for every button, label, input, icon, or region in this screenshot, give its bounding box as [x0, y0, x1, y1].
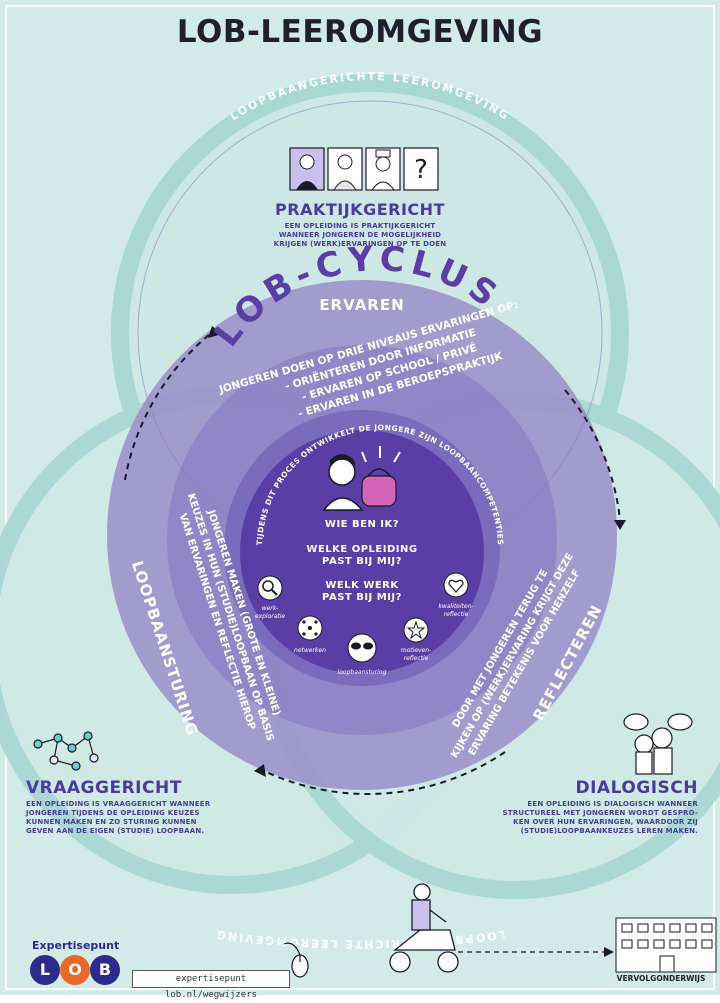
praktijkgericht-people-icon: ?	[289, 147, 439, 191]
question-who: WIE BEN IK?	[325, 519, 399, 530]
dialogisch-people-icon	[623, 713, 693, 775]
dialogisch-line: (STUDIE)LOOPBAANKEUZES LEREN MAKEN.	[520, 827, 698, 835]
wegwijzers-link[interactable]: expertisepunt lob.nl/wegwijzers	[132, 970, 290, 1000]
question-education-1: WELKE OPLEIDING	[306, 544, 417, 555]
competency-label: kwaliteiten-	[438, 603, 473, 610]
dialogisch-line: KEN OVER HUN ERVARINGEN, WAARDOOR ZIJ	[513, 818, 698, 826]
ervaren-label: ERVAREN	[319, 296, 404, 314]
cycle-arrow-left	[124, 329, 216, 481]
vraaggericht-line: JONGEREN TIJDENS DE OPLEIDING KEUZES	[26, 809, 200, 817]
mouse-icon	[283, 942, 309, 978]
competency-werkexploratie: werk- exploratie	[255, 575, 286, 620]
competency-kwaliteitenreflectie: kwaliteiten- reflectie	[438, 572, 474, 618]
competency-label: exploratie	[255, 613, 286, 620]
praktijkgericht-line: KRIJGEN (WERK)ERVARINGEN OP TE DOEN	[273, 240, 447, 248]
star-icon	[403, 617, 429, 643]
cycle-arrow-bottom	[261, 751, 506, 795]
question-work-1: WELK WERK	[325, 580, 399, 591]
svg-text:?: ?	[414, 155, 428, 185]
competency-label: loopbaansturing	[338, 669, 387, 676]
logo-letter-l: L	[30, 955, 60, 985]
logo-letter-b: B	[90, 955, 120, 985]
route-arrowhead	[604, 947, 614, 957]
cycle-arrow-right	[564, 389, 621, 521]
competency-loopbaansturing: loopbaansturing	[338, 633, 387, 676]
dialogisch-line: EEN OPLEIDING IS DIALOGISCH WANNEER	[527, 800, 698, 808]
school-building-icon	[615, 917, 717, 973]
praktijkgericht-line: WANNEER JONGEREN DE MOGELIJKHEID	[278, 231, 442, 239]
cycle-arrowhead-top	[208, 326, 222, 338]
scooter-rider-icon	[389, 883, 459, 973]
vraaggericht-line: KUNNEN MAKEN EN ZO STURING KUNNEN	[26, 818, 197, 826]
competency-label: werk-	[262, 605, 279, 612]
logo-letter-o: O	[60, 955, 90, 985]
competency-label: reflectie	[404, 655, 429, 662]
dialogisch-description: EEN OPLEIDING IS DIALOGISCH WANNEER STRU…	[468, 800, 698, 836]
sunglasses-icon	[347, 633, 377, 663]
brand-name: Expertisepunt	[32, 939, 120, 952]
praktijkgericht-line: EEN OPLEIDING IS PRAKTIJKGERICHT	[284, 222, 436, 230]
page-title: LOB-LEEROMGEVING	[176, 14, 544, 50]
competency-label: reflectie	[444, 611, 469, 618]
center-disc	[240, 430, 484, 674]
competency-netwerken: netwerken	[294, 615, 326, 654]
competency-label: netwerken	[294, 647, 326, 654]
vraaggericht-description: EEN OPLEIDING IS VRAAGGERICHT WANNEER JO…	[26, 800, 256, 836]
question-education-2: PAST BIJ MIJ?	[322, 556, 402, 567]
competency-motievenreflectie: motieven- reflectie	[401, 617, 431, 662]
magnifier-icon	[257, 575, 283, 601]
destination-label: VERVOLGONDERWIJS	[616, 974, 706, 983]
cycle-arrowhead-bottom	[254, 764, 266, 777]
praktijkgericht-title: PRAKTIJKGERICHT	[275, 200, 445, 219]
vraaggericht-line: EEN OPLEIDING IS VRAAGGERICHT WANNEER	[26, 800, 211, 808]
competency-label: motieven-	[401, 647, 431, 654]
heart-icon	[443, 572, 469, 598]
dialogisch-line: STRUCTUREEL MET JONGEREN WORDT GESPRO-	[502, 809, 698, 817]
question-work-2: PAST BIJ MIJ?	[322, 592, 402, 603]
praktijkgericht-description: EEN OPLEIDING IS PRAKTIJKGERICHT WANNEER…	[0, 222, 720, 249]
cycle-arrowhead-right	[614, 520, 626, 530]
vraaggericht-network-icon	[33, 731, 99, 771]
thinking-person-icon	[322, 446, 401, 511]
vraaggericht-line: GEVEN AAN DE EIGEN (STUDIE) LOOPBAAN.	[26, 827, 205, 835]
dialogisch-title: DIALOGISCH	[575, 778, 698, 798]
vraaggericht-title: VRAAGGERICHT	[26, 778, 182, 798]
